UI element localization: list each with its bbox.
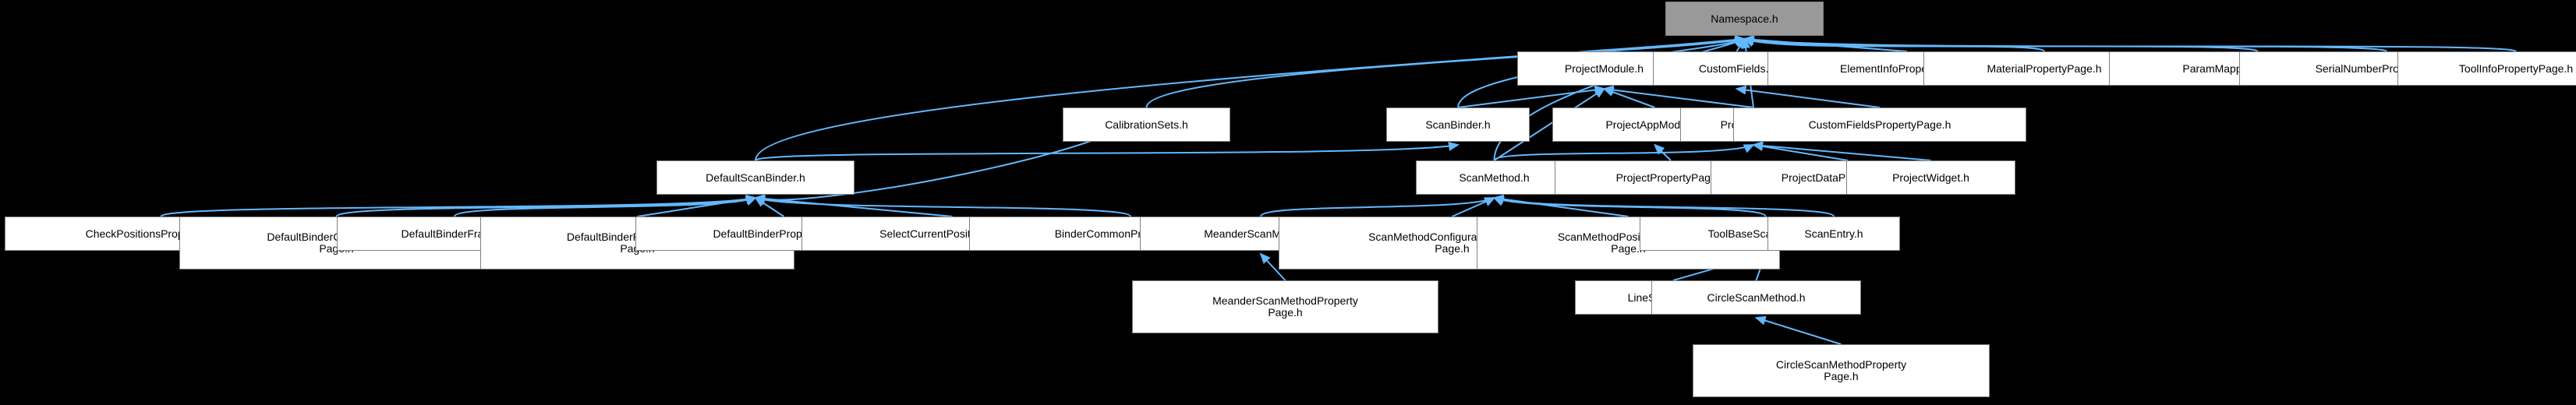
edge-scan_entry-to-scan_method [1492, 196, 1835, 217]
graph-node-scan_entry[interactable]: ScanEntry.h [1767, 217, 1900, 251]
edge-default_binder_project_pp-to-default_scan_binder [637, 194, 757, 217]
graph-node-tool_info_pp[interactable]: ToolInfoPropertyPage.h [2397, 51, 2576, 86]
edge-default_scan_binder-to-namespace [755, 35, 1746, 161]
edge-tool_info_pp-to-namespace [1743, 35, 2517, 52]
edge-meander_scan_method-to-scan_method [1260, 197, 1496, 217]
edge-param_mapping_pp-to-namespace [1743, 36, 2259, 52]
graph-node-scan_binder[interactable]: ScanBinder.h [1386, 107, 1530, 142]
edge-scan_binder-to-project_module [1457, 85, 1606, 108]
graph-node-default_scan_binder[interactable]: DefaultScanBinder.h [656, 160, 855, 195]
edge-meander_scan_method_pp-to-meander_scan_method [1259, 252, 1286, 281]
edge-custom_fields_pp-to-custom_fields [1735, 85, 1881, 108]
graph-node-namespace[interactable]: Namespace.h [1665, 2, 1824, 36]
edge-default_binder_config_pp-to-default_scan_binder [335, 195, 757, 217]
edge-project_data-to-project_module [1602, 85, 1754, 108]
edge-check_positions_pp-to-default_scan_binder [160, 195, 757, 217]
graph-node-circle_scan_method_pp[interactable]: CircleScanMethodProperty Page.h [1693, 344, 1990, 397]
graph-node-custom_fields_pp[interactable]: CustomFieldsPropertyPage.h [1733, 107, 2026, 142]
edge-project_widget-to-project_data [1752, 141, 1931, 161]
edge-default_scan_binder-to-scan_binder [755, 142, 1460, 161]
graph-node-project_widget[interactable]: ProjectWidget.h [1846, 160, 2015, 195]
edge-scan_method-to-project_data [1493, 144, 1755, 161]
graph-node-scan_method[interactable]: ScanMethod.h [1416, 160, 1573, 195]
edge-serial_number_pp-to-namespace [1743, 36, 2387, 52]
edge-scan_method-to-project_module [1493, 87, 1606, 161]
edge-binder_common_pp-to-default_scan_binder [754, 195, 1131, 217]
edge-select_current_position-to-default_scan_binder [754, 194, 953, 217]
edge-project_data_pp-to-project_data [1752, 142, 1849, 161]
graph-node-calibration_sets[interactable]: CalibrationSets.h [1063, 107, 1230, 142]
graph-node-circle_scan_method[interactable]: CircleScanMethod.h [1651, 280, 1861, 315]
edge-scan_method_config_pp-to-scan_method [1452, 197, 1496, 217]
graph-node-meander_scan_method_pp[interactable]: MeanderScanMethodProperty Page.h [1132, 280, 1438, 333]
edge-circle_scan_method_pp-to-circle_scan_method [1754, 315, 1842, 345]
